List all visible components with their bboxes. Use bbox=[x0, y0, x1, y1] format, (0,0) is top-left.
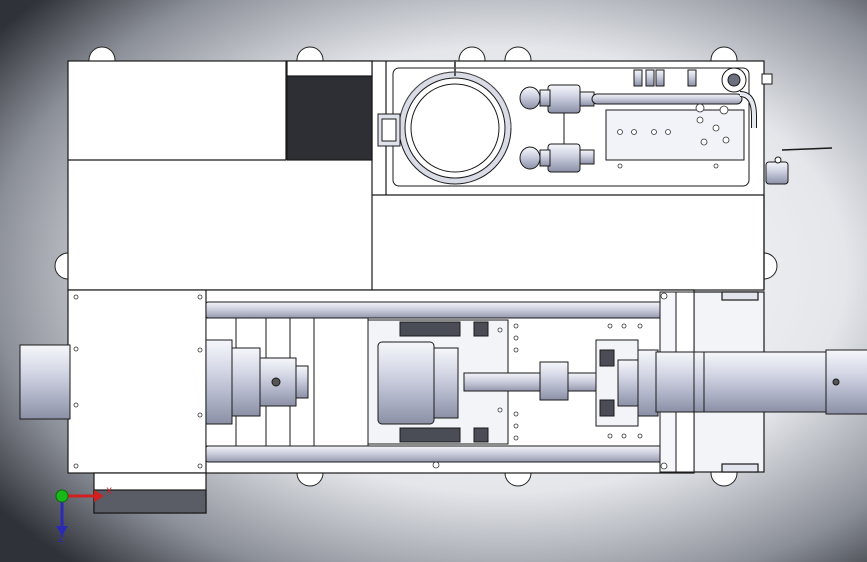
spindle-motor bbox=[19, 339, 309, 425]
bolt-holes bbox=[73, 292, 668, 470]
valve-assembly bbox=[519, 67, 833, 185]
x-axis-label: X bbox=[106, 487, 112, 497]
hydraulic-cylinder bbox=[655, 349, 867, 415]
manifold-holes bbox=[617, 103, 730, 169]
guide-rods bbox=[205, 291, 695, 473]
coordinate-triad: X Z bbox=[55, 487, 112, 545]
chuck-carriage bbox=[367, 319, 659, 445]
z-axis-label: Z bbox=[58, 535, 64, 545]
